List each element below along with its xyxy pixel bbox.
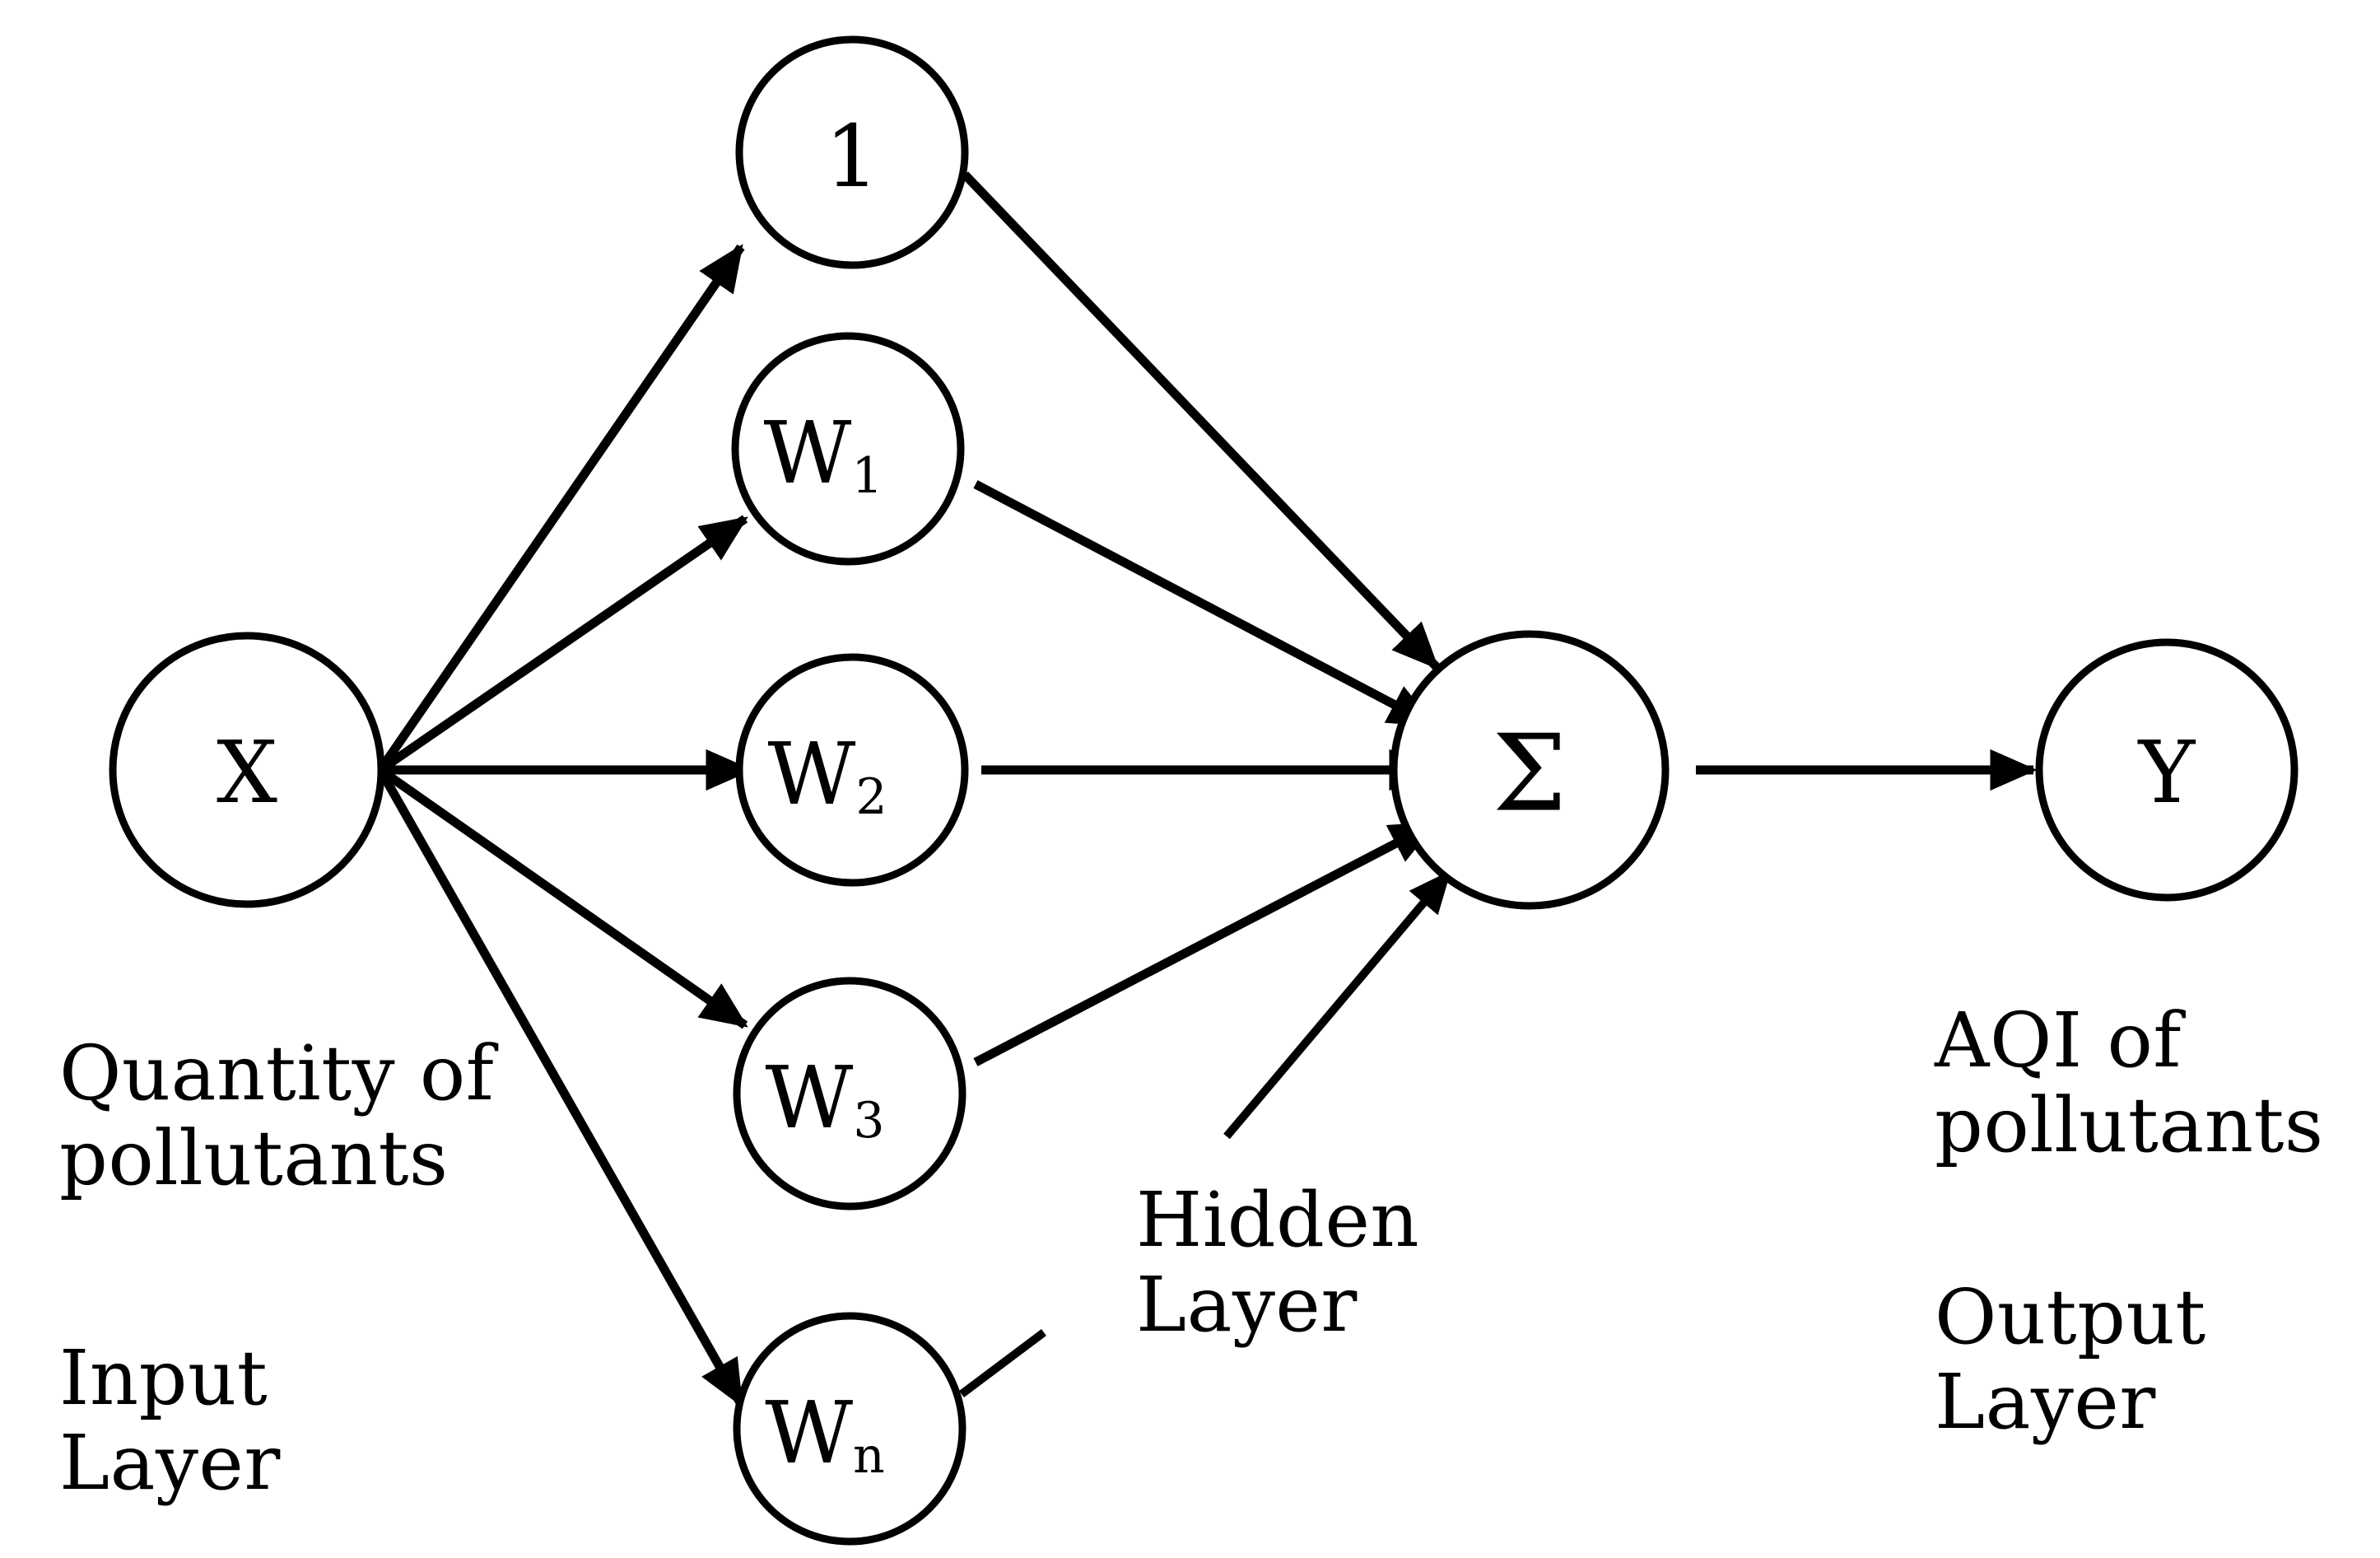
output-node-label: Y [2137,722,2196,823]
leader-hidden-layer-to-wn [959,1329,1046,1397]
input-node-label: X [217,722,277,823]
hidden-node-bias-circle[interactable] [735,35,969,269]
hidden-node-w1-label: W1 [763,403,883,505]
hidden-node-w2-circle[interactable] [735,653,969,887]
hidden-node-w1-letter: W [763,403,851,503]
hidden-node-w3-letter: W [765,1047,853,1148]
node-hidden-bias[interactable]: 1 [735,35,969,269]
node-hidden-w3[interactable]: W3 [733,977,966,1210]
edge-x-to-w1 [377,515,748,774]
node-summation[interactable]: Σ [1390,630,1670,910]
edge-w3-to-sum [973,819,1438,1066]
edges-hidden-to-sum [962,171,1440,1066]
hidden-node-wn-label: Wn [765,1383,885,1485]
output-description-caption: AQI of pollutants [1935,996,2324,1170]
edge-x-to-w3 [377,766,748,1029]
input-description-caption: Quantity of pollutants [59,1029,495,1203]
summation-node-label: Σ [1493,713,1567,836]
hidden-layer-caption: Hidden Layer [1136,1176,1420,1350]
hidden-node-wn-subscript: n [853,1427,885,1485]
leader-hidden-layer-to-sum [1223,870,1452,1140]
hidden-node-w1-subscript: 1 [851,447,883,505]
summation-node-circle[interactable] [1390,630,1670,910]
hidden-node-wn-circle[interactable] [733,1312,966,1546]
hidden-node-w2-letter: W [767,724,855,824]
edges-input-to-hidden [376,244,753,1407]
hidden-node-w3-subscript: 3 [853,1092,884,1150]
node-output-y[interactable]: Y [2035,638,2298,902]
hidden-node-w3-circle[interactable] [733,977,966,1210]
output-node-circle[interactable] [2035,638,2298,902]
hidden-node-w3-label: W3 [765,1047,884,1150]
node-hidden-w1[interactable]: W1 [731,332,965,566]
edge-x-to-wn [376,767,745,1407]
hidden-node-w2-label: W2 [767,724,887,826]
hidden-node-w2-subscript: 2 [855,768,887,826]
output-layer-caption: Output Layer [1935,1273,2206,1447]
input-node-circle[interactable] [109,632,385,908]
node-input-x[interactable]: X [109,632,385,908]
node-hidden-w2[interactable]: W2 [735,653,969,887]
hidden-node-bias-label: 1 [825,106,879,207]
hidden-node-wn-letter: W [765,1383,853,1483]
hidden-node-w1-circle[interactable] [731,332,965,566]
input-layer-caption: Input Layer [59,1334,281,1508]
edge-x-to-bias [376,244,745,773]
node-hidden-wn[interactable]: Wn [733,1312,966,1546]
edge-bias-to-sum [962,171,1440,670]
edge-w1-to-sum [973,480,1437,729]
